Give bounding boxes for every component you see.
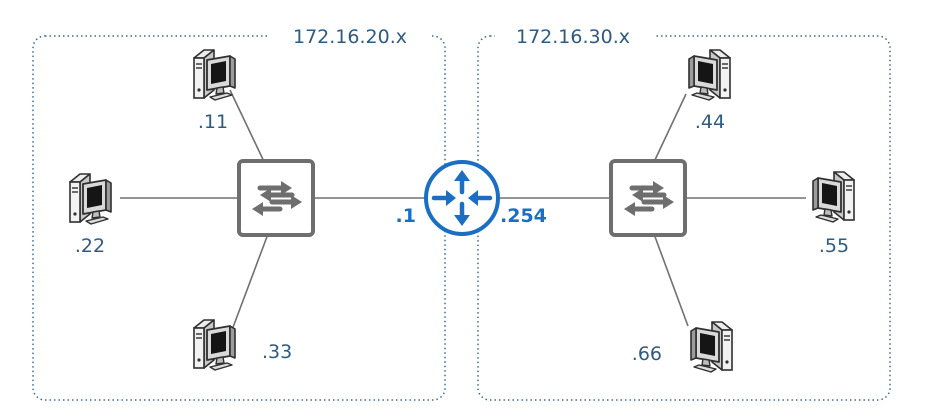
subnet-left: 172.16.20.x	[32, 24, 446, 401]
host-33: .33	[193, 319, 292, 371]
host-66-label: .66	[632, 343, 662, 365]
host-33-label: .33	[262, 341, 292, 363]
router-icon	[424, 160, 500, 236]
subnet-left-label: 172.16.20.x	[293, 26, 407, 48]
subnet-left-label-gap	[270, 24, 430, 48]
host-55: .55	[812, 171, 855, 257]
host-44-label: .44	[695, 111, 725, 133]
host-11: .11	[193, 49, 236, 133]
router-right-interface-label: .254	[500, 205, 547, 227]
link-switch-host66	[653, 233, 689, 327]
host-22: .22	[69, 173, 112, 257]
subnet-right-label: 172.16.30.x	[516, 26, 630, 48]
desktop-computer-icon	[193, 319, 236, 371]
host-22-label: .22	[75, 235, 105, 257]
switch-left-icon	[239, 161, 313, 235]
host-44: .44	[688, 49, 731, 133]
link-host11-switch	[229, 89, 269, 171]
subnet-right-label-gap	[495, 24, 655, 48]
host-55-label: .55	[819, 235, 849, 257]
host-66: .66	[632, 321, 733, 373]
desktop-computer-icon	[688, 49, 731, 101]
links	[120, 89, 806, 331]
desktop-computer-icon	[69, 173, 112, 225]
desktop-computer-icon	[690, 321, 733, 373]
router-left-interface-label: .1	[396, 205, 416, 227]
desktop-computer-icon	[193, 49, 236, 101]
link-host33-switch	[231, 233, 269, 331]
switch-right-icon	[611, 161, 685, 235]
host-11-label: .11	[198, 111, 228, 133]
link-switch-host44	[653, 93, 687, 163]
desktop-computer-icon	[812, 171, 855, 223]
